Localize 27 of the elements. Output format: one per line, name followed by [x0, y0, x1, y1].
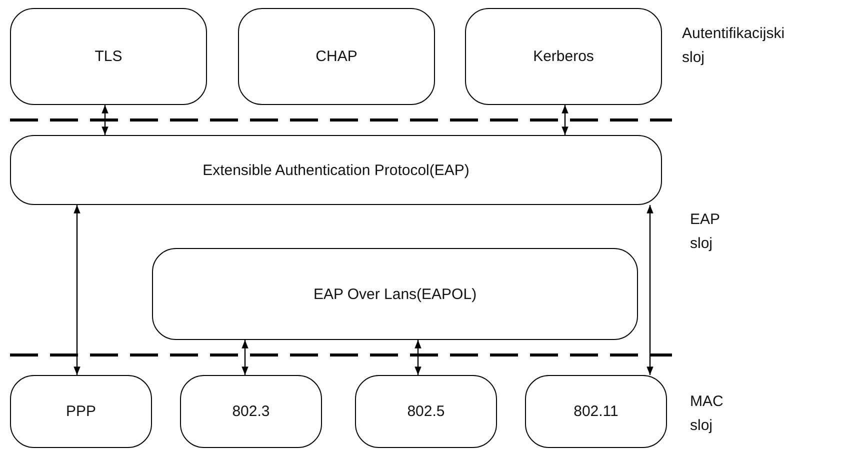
rounded-box [152, 248, 638, 340]
double-arrow [242, 340, 248, 375]
box-label: Extensible Authentication Protocol(EAP) [202, 162, 470, 178]
box-label: PPP [66, 403, 96, 420]
double-arrow [414, 340, 422, 375]
layer-label: Autentifikacijski sloj [682, 24, 786, 68]
layer-label: EAP sloj [690, 210, 721, 254]
rounded-box [180, 375, 322, 448]
box-label: 802.11 [574, 403, 618, 420]
box-label: Kerberos [533, 48, 594, 65]
double-arrow [74, 205, 80, 375]
box-label: CHAP [316, 48, 358, 65]
rounded-box [10, 8, 207, 105]
box-label: 802.3 [232, 403, 270, 420]
rounded-box [238, 8, 435, 105]
rounded-box [355, 375, 497, 448]
box-label: TLS [94, 48, 122, 65]
layer-label: MAC sloj [690, 392, 724, 436]
rounded-box [465, 8, 662, 105]
box-label: 802.5 [407, 403, 445, 420]
rounded-box [525, 375, 667, 448]
box-label: EAP Over Lans(EAPOL) [313, 286, 477, 302]
double-arrow [562, 105, 568, 135]
double-arrow [102, 105, 108, 135]
double-arrow [646, 205, 654, 375]
rounded-box [10, 375, 152, 448]
rounded-box [10, 135, 662, 205]
